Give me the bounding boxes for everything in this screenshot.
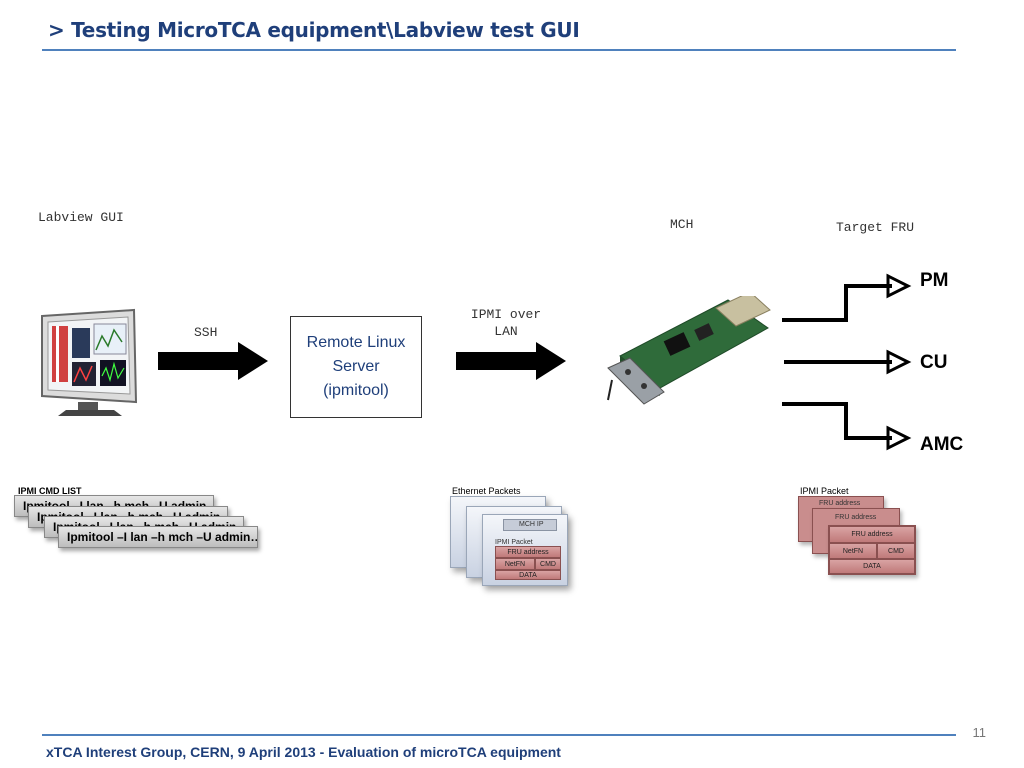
target-fru-label: Target FRU [836, 220, 915, 235]
footer-text: xTCA Interest Group, CERN, 9 April 2013 … [46, 744, 561, 760]
ethernet-heading: Ethernet Packets [452, 486, 521, 496]
ipmi-fru-address: FRU address [829, 526, 915, 543]
ipmi-lan-arrow [456, 342, 566, 380]
monitor-icon [41, 308, 138, 416]
ssh-label: SSH [194, 325, 218, 340]
ipmi-back-fru: FRU address [819, 500, 861, 507]
ethernet-ipmi-packet-label: IPMI Packet [495, 539, 533, 546]
ipmi-lan-label: IPMI over LAN [470, 307, 542, 339]
cmd-list-heading: IPMI CMD LIST [18, 486, 82, 496]
target-cu: CU [920, 352, 948, 373]
labview-label: Labview GUI [38, 210, 124, 225]
ipmi-netfn: NetFN [829, 543, 877, 559]
ethernet-cmd: CMD [535, 558, 561, 570]
ipmi-cmd: CMD [877, 543, 915, 559]
page-number: 11 [972, 725, 987, 740]
ethernet-fru-address: FRU address [495, 546, 561, 558]
ipmi-heading: IPMI Packet [800, 486, 849, 496]
ipmi-packet-front: FRU address NetFN CMD DATA [828, 525, 916, 575]
mch-ip-field: MCH IP [519, 521, 544, 528]
ipmi-data: DATA [829, 559, 915, 574]
ipmi-mid-fru: FRU address [835, 514, 877, 521]
target-pm: PM [920, 270, 949, 291]
slide-title: > Testing MicroTCA equipment\Labview tes… [48, 18, 580, 42]
ethernet-netfn: NetFN [495, 558, 535, 570]
footer-rule [42, 734, 956, 736]
fru-routing-arrows [782, 273, 912, 451]
ethernet-packet-front: MCH IP IPMI Packet FRU address NetFN CMD… [482, 514, 568, 586]
remote-linux-server-box: Remote Linux Server (ipmitool) [290, 316, 422, 418]
cmd-item: Ipmitool –I lan –h mch –U admin… [58, 526, 258, 548]
header-rule [42, 49, 956, 51]
target-amc: AMC [920, 434, 964, 455]
mch-board-icon [607, 296, 771, 405]
mch-label: MCH [670, 217, 694, 232]
ssh-arrow [158, 342, 268, 380]
ethernet-data: DATA [495, 570, 561, 580]
